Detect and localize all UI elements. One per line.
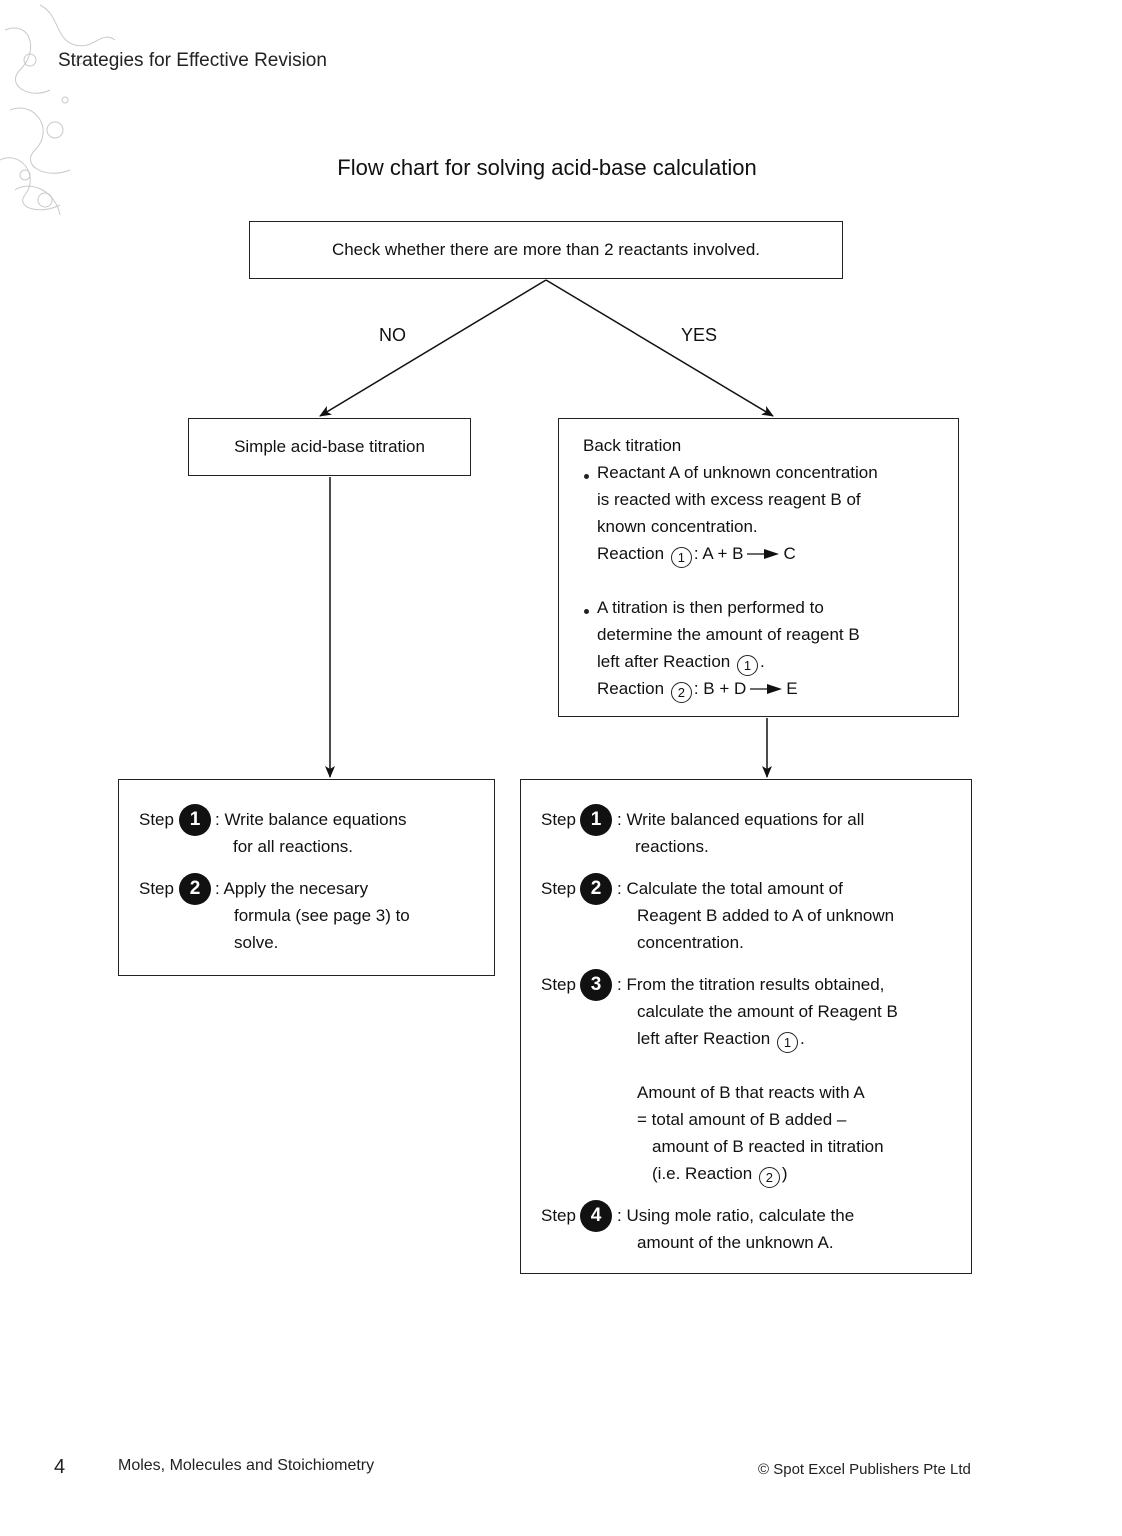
step-number-badge: 2: [580, 873, 612, 905]
simple-steps-box: Step 1 : Write balance equations for all…: [118, 779, 495, 976]
left-step2-line1: : Apply the necesary: [215, 879, 369, 898]
bullet2-line2: determine the amount of reagent B: [597, 625, 860, 644]
step3-note-line2: = total amount of B added –: [637, 1110, 847, 1129]
step3-note-line4-text: (i.e. Reaction: [652, 1164, 753, 1183]
step-word: Step: [139, 810, 174, 829]
step-word: Step: [541, 810, 576, 829]
step-word: Step: [139, 879, 174, 898]
page-number: 4: [54, 1456, 66, 1478]
left-step2-line3: solve.: [234, 933, 279, 952]
step-number-badge: 3: [580, 969, 612, 1001]
closing-paren: ): [781, 1164, 788, 1183]
copyright-notice: © Spot Excel Publishers Pte Ltd: [758, 1461, 971, 1478]
left-step1-line1: : Write balance equations: [215, 810, 407, 829]
step-word: Step: [541, 1206, 576, 1225]
right-step1-line1: : Write balanced equations for all: [617, 810, 865, 829]
reaction-2-equation: Reaction 2: B + D E: [597, 679, 798, 703]
right-step3-line3-text: left after Reaction: [637, 1029, 771, 1048]
step-number-badge: 1: [179, 804, 211, 836]
step-word: Step: [541, 879, 576, 898]
step3-note-line3: amount of B reacted in titration: [652, 1137, 884, 1156]
decision-box: Check whether there are more than 2 reac…: [249, 221, 843, 279]
step-word: Step: [541, 975, 576, 994]
arrow-yes: [545, 279, 774, 417]
step3-note-line4: (i.e. Reaction 2): [652, 1164, 788, 1188]
right-step3-line1: : From the titration results obtained,: [617, 975, 885, 994]
reaction-prefix: Reaction: [597, 679, 665, 698]
bullet2-line1: A titration is then performed to: [597, 598, 824, 617]
arrow-no: [319, 279, 547, 417]
step-number-badge: 1: [580, 804, 612, 836]
reaction-lhs: : B + D: [693, 679, 747, 698]
bullet2-line3: left after Reaction 1.: [597, 652, 765, 676]
reaction-arrow-icon: [750, 684, 783, 694]
reaction-lhs: : A + B: [693, 544, 744, 563]
bullet2-line3-text: left after Reaction: [597, 652, 731, 671]
bullet-dot: [584, 474, 589, 479]
reaction-1-equation: Reaction 1: A + B C: [597, 544, 796, 568]
reaction-number-circle: 1: [776, 1032, 798, 1053]
bullet1-line1: Reactant A of unknown concentration: [597, 463, 878, 482]
right-step1-line2: reactions.: [635, 837, 709, 856]
bullet1-line3: known concentration.: [597, 517, 758, 536]
period: .: [759, 652, 765, 671]
simple-titration-box: Simple acid-base titration: [188, 418, 471, 476]
simple-titration-label: Simple acid-base titration: [234, 437, 425, 456]
back-titration-heading: Back titration: [583, 436, 682, 455]
step3-note-line1: Amount of B that reacts with A: [637, 1083, 865, 1102]
reaction-prefix: Reaction: [597, 544, 665, 563]
reaction-number-circle: 1: [736, 655, 758, 676]
back-titration-steps-box: Step 1 : Write balanced equations for al…: [520, 779, 972, 1274]
right-step2-line3: concentration.: [637, 933, 744, 952]
decision-question: Check whether there are more than 2 reac…: [331, 240, 761, 259]
left-step1-line2: for all reactions.: [233, 837, 353, 856]
right-step3-line3: left after Reaction 1.: [637, 1029, 805, 1053]
reaction-number-circle: 2: [670, 682, 692, 703]
decorative-corner-artwork: [0, 4, 116, 216]
reaction-number-circle: 1: [670, 547, 692, 568]
yes-branch-label: YES: [681, 325, 718, 345]
right-step4-line2: amount of the unknown A.: [637, 1233, 834, 1252]
reaction-rhs: C: [783, 544, 796, 563]
back-titration-box: Back titration Reactant A of unknown con…: [558, 418, 959, 717]
right-step2-line1: : Calculate the total amount of: [617, 879, 843, 898]
bullet1-line2: is reacted with excess reagent B of: [597, 490, 861, 509]
bullet-dot: [584, 609, 589, 614]
flowchart-title: Flow chart for solving acid-base calcula…: [337, 155, 757, 180]
left-step2-line2: formula (see page 3) to: [234, 906, 410, 925]
chapter-title: Moles, Molecules and Stoichiometry: [118, 1457, 375, 1474]
right-step3-line2: calculate the amount of Reagent B: [637, 1002, 898, 1021]
section-header: Strategies for Effective Revision: [58, 50, 327, 71]
reaction-arrow-icon: [747, 549, 780, 559]
period: .: [799, 1029, 805, 1048]
right-step4-line1: : Using mole ratio, calculate the: [617, 1206, 855, 1225]
step-number-badge: 4: [580, 1200, 612, 1232]
right-step2-line2: Reagent B added to A of unknown: [637, 906, 895, 925]
reaction-rhs: E: [786, 679, 798, 698]
step-number-badge: 2: [179, 873, 211, 905]
reaction-number-circle: 2: [758, 1167, 780, 1188]
no-branch-label: NO: [379, 325, 406, 345]
